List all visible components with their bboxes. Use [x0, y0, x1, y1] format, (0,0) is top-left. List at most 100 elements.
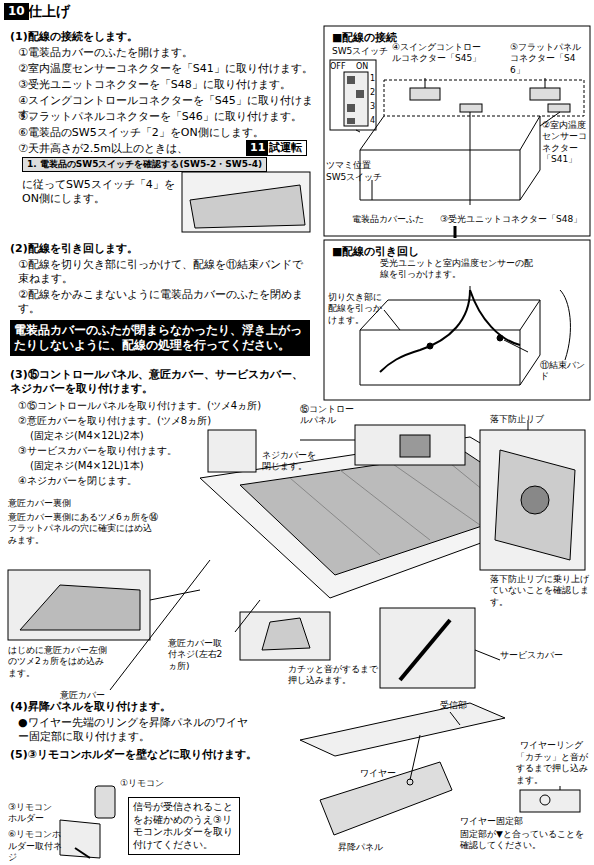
sw5-switch	[344, 72, 368, 126]
label: ⑮コントロールパネル	[300, 404, 355, 427]
label: SW5スイッチ	[332, 46, 388, 57]
label: ③受光ユニットコネクターを「S48」に取り付けます。	[18, 78, 320, 92]
text-box: 11	[247, 141, 268, 155]
text-box: 10	[4, 3, 29, 20]
text-box: 試運転11	[246, 140, 307, 156]
label: ③リモコンホルダー	[8, 802, 58, 825]
hand-inset	[240, 612, 330, 660]
label: ①配線を切り欠き部に引っかけて、配線を⑪結束バンドで束ねます。	[18, 258, 308, 286]
label: ■配線の接続	[332, 31, 397, 45]
text-box: 電装品カバーのふたが閉まらなかったり、浮き上がったりしないように、配線の処理を行…	[10, 320, 310, 356]
panel-photo-detail	[190, 185, 305, 228]
label: サービスカバー	[500, 650, 563, 661]
label: 電装品カバーふた	[352, 214, 424, 225]
connector-s48	[460, 104, 482, 112]
leader-lines	[450, 712, 560, 790]
screwdriver-inset	[380, 608, 475, 688]
control-panel	[400, 435, 430, 457]
label: 「カチッ」と音がするまで押し込みます。	[516, 752, 590, 786]
label: 切り欠き部に配線を引っかけます。	[328, 292, 384, 326]
hand	[262, 618, 310, 650]
label: ■配線の引き回し	[332, 245, 419, 259]
label: 1	[370, 74, 375, 84]
remote	[95, 786, 115, 818]
label: ⑤フラットパネルコネクター「S46」	[510, 42, 588, 76]
label: ツマミ位置	[326, 160, 371, 171]
label: ④スイングコントロールコネクター「S45」	[392, 42, 482, 65]
screw-cover-inset	[208, 430, 256, 472]
switch-legend	[330, 60, 376, 130]
box-text: 1. 電装品のSW5スイッチを確認する(SW5-2・SW5-4)	[27, 159, 262, 170]
label: 意匠カバー取付ネジ(左右2ヵ所)	[168, 638, 230, 672]
leader-lines	[384, 286, 528, 352]
label: 固定部が▼と合っていることを確認してください。	[460, 829, 588, 852]
label: ⑥電装品のSW5スイッチ「2」をON側にします。	[18, 126, 320, 140]
label: ワイヤー固定部	[460, 816, 523, 827]
wire-bundle	[380, 290, 470, 372]
text-box: 1. 電装品のSW5スイッチを確認する(SW5-2・SW5-4)	[22, 157, 267, 172]
arrow	[454, 226, 457, 238]
box-text: 11	[250, 141, 265, 155]
label: ⑥リモコンホルダー取付ネジ	[8, 829, 63, 863]
label: ワイヤーリング	[520, 740, 583, 751]
frame	[324, 26, 590, 236]
label: ②意匠カバーを取り付けます。(ツメ8ヵ所)	[18, 415, 211, 428]
screwdriver	[400, 620, 450, 680]
label: ⑪結束バンド	[540, 360, 586, 383]
label: ⑤フラットパネルコネクターを「S46」に取り付けます。	[18, 110, 320, 124]
label: 2	[370, 88, 375, 98]
label: ①⑮コントロールパネルを取り付けます。(ツメ4ヵ所)	[18, 400, 261, 413]
box-text: 電装品カバーのふたが閉まらなかったり、浮き上がったりしないように、配線の処理を行…	[14, 323, 306, 353]
frame	[324, 240, 590, 400]
design-cover-back	[20, 585, 140, 630]
label: (5)③リモコンホルダーを壁などに取り付けます。	[10, 748, 260, 762]
electrical-box-edge	[360, 116, 540, 200]
label: ②配線をかみこまないように電装品カバーのふたを閉めます。	[18, 288, 308, 316]
label: ●ワイヤー先端のリングを昇降パネルのワイヤー固定部に取り付けます。	[18, 716, 248, 744]
connector-s45	[410, 88, 440, 100]
label: 落下防止リブに乗り上げていないことを確認します。	[490, 574, 590, 608]
label: (固定ネジ(M4×12L)1本)	[30, 460, 144, 473]
box-text: 10	[8, 4, 25, 19]
label: ワイヤー	[360, 768, 396, 779]
label: に従ってSW5スイッチ「4」をON側にします。	[22, 178, 177, 206]
switch-toggles	[347, 76, 364, 124]
label: ②室内温度センサーコネクターを「S41」に取り付けます。	[18, 62, 320, 76]
label: 意匠カバー裏側にあるツメ6ヵ所を⑭フラットパネルの穴に確実にはめ込みます。	[8, 512, 158, 546]
electrical-box	[360, 116, 540, 200]
text-box: 信号が受信されることをお確かめのうえ③リモコンホルダーを取り付けてください。	[128, 797, 240, 855]
label: 意匠カバー裏側	[8, 498, 71, 509]
cable-tie	[497, 335, 503, 341]
grille-lines	[290, 455, 510, 555]
label: 受信部	[440, 700, 467, 711]
panel-photo	[182, 172, 310, 232]
label: (1)配線の接続をします。	[10, 30, 138, 44]
label: ON	[356, 62, 368, 72]
ring-detail	[540, 795, 550, 805]
leader-line	[356, 130, 360, 132]
drop-rib	[521, 486, 549, 514]
wire-ring	[407, 779, 413, 785]
connector-s41	[548, 104, 570, 112]
connector-s46	[530, 88, 560, 100]
remote-holder	[60, 820, 100, 858]
label: はじめに意匠カバー左側のツメ2ヵ所をはめ込みます。	[8, 645, 108, 679]
sensor-cable	[560, 290, 570, 360]
label: 昇降パネル	[338, 842, 383, 853]
wire	[470, 290, 520, 345]
label: 落下防止リブ	[490, 414, 544, 425]
label: 3	[370, 102, 375, 112]
service-cover-inset	[480, 430, 585, 570]
screw	[75, 848, 90, 858]
wire-fixing	[520, 790, 580, 812]
leader-lines	[110, 420, 528, 690]
leader-lines	[372, 78, 560, 205]
ceiling-body	[300, 703, 505, 756]
label: (3)⑮コントロールパネル、意匠カバー、サービスカバー、ネジカバーを取り付けます…	[10, 368, 312, 396]
label: 受光ユニットと室内温度センサーの配線を引っかけます。	[380, 258, 540, 281]
wire	[410, 735, 420, 780]
label: ①リモコン	[120, 778, 164, 789]
label: ③サービスカバーを取り付けます。	[18, 445, 177, 458]
control-panel-inset	[355, 425, 465, 465]
label: OFF	[330, 62, 346, 72]
